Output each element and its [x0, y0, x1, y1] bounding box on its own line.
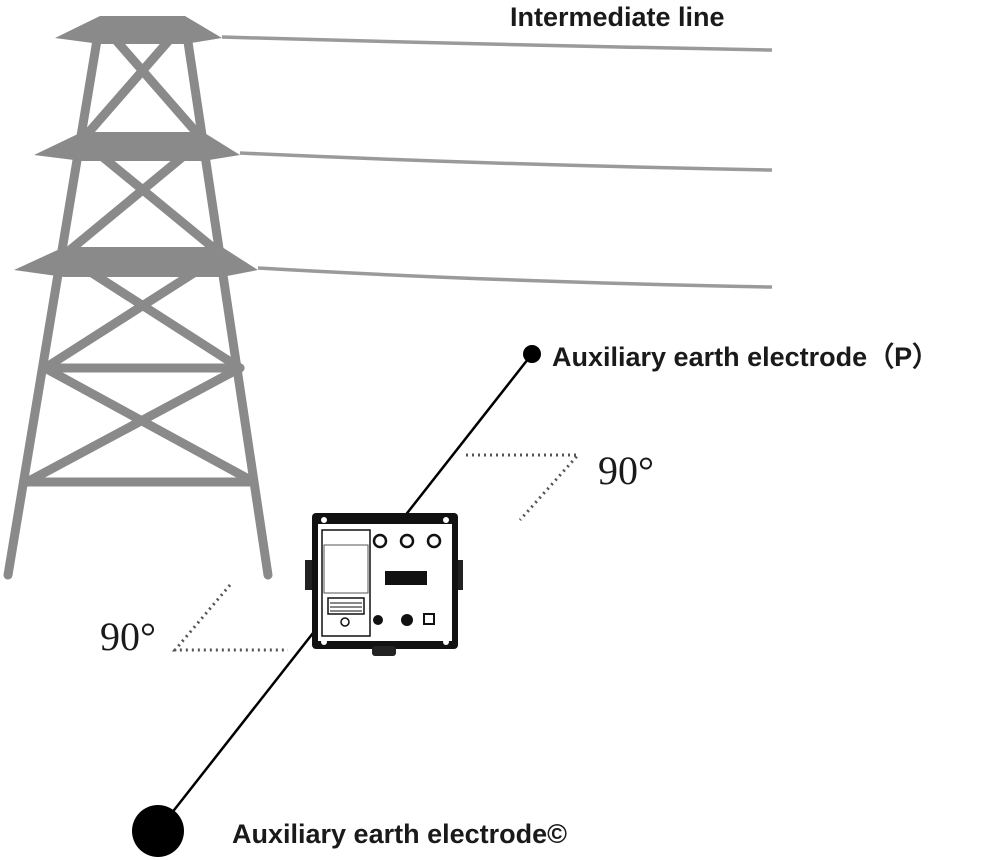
tower-cross-arms	[14, 16, 258, 277]
transmission-wires	[221, 35, 773, 289]
transmission-tower-icon	[3, 17, 273, 580]
cross-arm-bottom	[14, 247, 258, 277]
intermediate-line-label: Intermediate line	[510, 2, 725, 32]
wire-bottom	[257, 266, 773, 289]
right-angle-marker-right	[466, 453, 582, 521]
angle-label-right: 90°	[598, 448, 654, 493]
angle-label-left: 90°	[100, 614, 156, 659]
cross-arm-top	[55, 16, 222, 44]
electrode-p-label: Auxiliary earth electrode（P）	[552, 342, 939, 372]
electrode-p-dot-icon	[523, 345, 541, 363]
electrode-c-dot-icon	[132, 805, 184, 857]
electrode-c-label: Auxiliary earth electrode©	[232, 819, 567, 849]
right-angle-marker-left	[171, 584, 288, 652]
wire-top	[221, 35, 773, 52]
cross-arm-middle	[34, 132, 240, 161]
earth-resistance-tester-icon	[305, 513, 463, 656]
wire-middle	[239, 151, 773, 172]
